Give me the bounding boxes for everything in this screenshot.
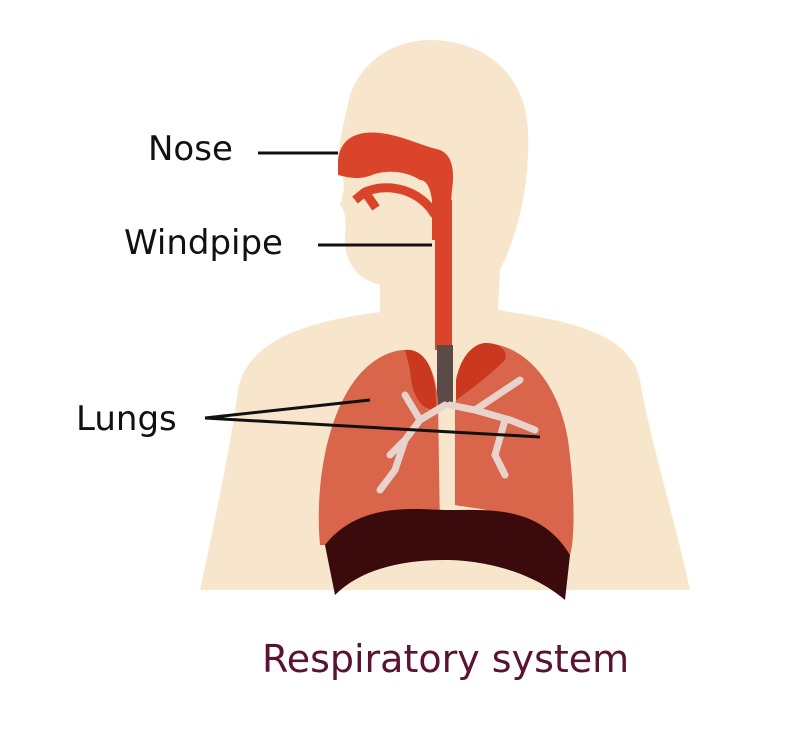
mouth-cavity xyxy=(352,183,439,218)
nasal-cavity xyxy=(338,132,454,240)
lungs-label: Lungs xyxy=(76,399,177,439)
right-lung-upper xyxy=(456,343,506,400)
diaphragm xyxy=(325,509,570,600)
nose-label: Nose xyxy=(148,129,233,169)
bronchi xyxy=(376,376,539,494)
lungs-pointer-right xyxy=(204,416,541,439)
left-lung-upper xyxy=(405,349,436,410)
windpipe xyxy=(435,200,452,350)
windpipe-label: Windpipe xyxy=(124,223,283,263)
diagram-caption: Respiratory system xyxy=(262,637,629,681)
windpipe-lower xyxy=(437,345,453,405)
right-lung xyxy=(455,343,574,555)
lungs-pointer-left xyxy=(204,398,371,420)
